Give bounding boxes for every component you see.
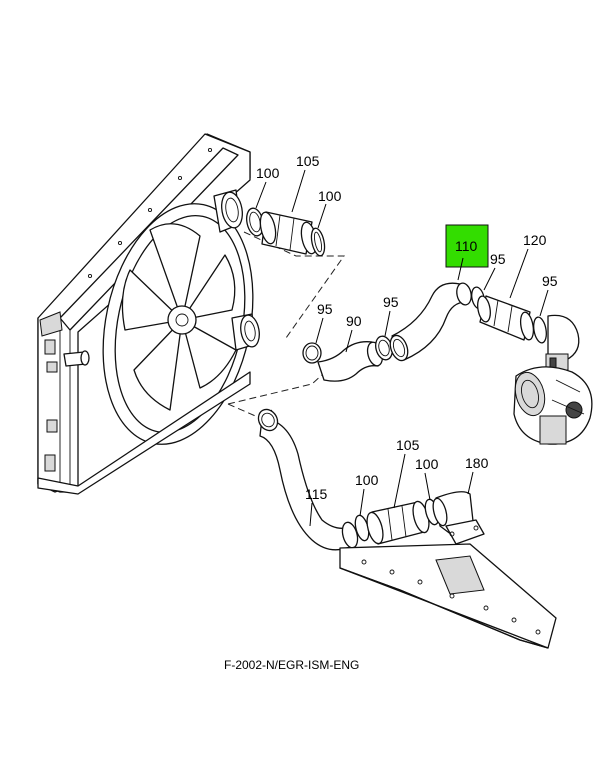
radiator-lower-outlet — [231, 313, 260, 351]
elbow-180 — [432, 491, 485, 545]
radiator-upper-outlet — [213, 189, 243, 233]
callout-115[interactable]: 115 — [305, 486, 328, 502]
hose-115 — [257, 408, 359, 551]
callout-100[interactable]: 100 — [256, 165, 280, 181]
lower-coupler-105 — [354, 498, 440, 545]
fan — [121, 223, 237, 411]
callout-95[interactable]: 95 — [542, 273, 558, 289]
pipe-110 — [389, 282, 485, 362]
callout-95[interactable]: 95 — [490, 251, 506, 267]
callout-120[interactable]: 120 — [523, 232, 547, 248]
figure-code: F-2002-N/EGR-ISM-ENG — [224, 658, 359, 672]
upper-coupler-105 — [246, 207, 326, 257]
callout-180[interactable]: 180 — [465, 455, 489, 471]
callout-100[interactable]: 100 — [415, 456, 439, 472]
callout-105[interactable]: 105 — [396, 437, 420, 453]
intake-manifold — [339, 543, 557, 649]
radiator-assembly — [37, 133, 260, 495]
callout-95[interactable]: 95 — [317, 301, 333, 317]
coupler-120 — [477, 295, 547, 344]
turbocharger — [513, 314, 593, 445]
callout-105[interactable]: 105 — [296, 153, 320, 169]
callout-100[interactable]: 100 — [318, 188, 342, 204]
callouts: 110 100 105 100 120 95 95 95 95 90 105 1… — [255, 153, 558, 527]
callout-100[interactable]: 100 — [355, 472, 379, 488]
callout-90[interactable]: 90 — [346, 313, 362, 329]
hose-90 — [302, 335, 393, 382]
callout-110-highlight — [445, 224, 489, 268]
callout-110[interactable]: 110 — [455, 238, 478, 254]
callout-95[interactable]: 95 — [383, 294, 399, 310]
